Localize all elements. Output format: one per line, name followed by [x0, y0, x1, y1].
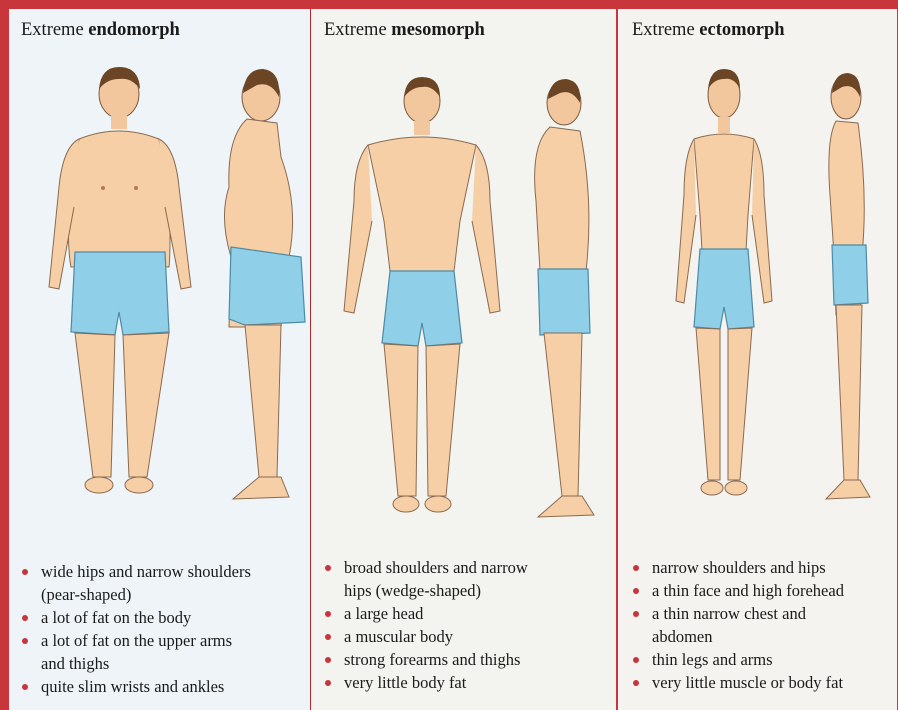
list-item-continuation: and thighs: [19, 652, 251, 675]
mesomorph-panel: Extreme mesomorph: [312, 9, 618, 710]
bullet-dot-icon: [325, 565, 331, 571]
bullet-dot-icon: [325, 680, 331, 686]
ectomorph-side-figure: [826, 73, 870, 499]
list-item-continuation: hips (wedge-shaped): [322, 579, 528, 602]
endomorph-title: Extreme endomorph: [21, 20, 180, 41]
body-types-figure: Extreme endomorph: [9, 9, 897, 710]
bullet-dot-icon: [325, 611, 331, 617]
mesomorph-traits-list: broad shoulders and narrow hips (wedge-s…: [322, 556, 528, 694]
bullet-dot-icon: [22, 684, 28, 690]
list-item: broad shoulders and narrow: [322, 556, 528, 579]
ectomorph-illustration: [650, 65, 890, 505]
ectomorph-traits-list: narrow shoulders and hips a thin face an…: [630, 556, 844, 694]
mesomorph-title: Extreme mesomorph: [324, 20, 485, 41]
endomorph-illustration: [19, 57, 309, 507]
ectomorph-front-figure: [676, 69, 772, 495]
bullet-dot-icon: [633, 588, 639, 594]
list-item: a large head: [322, 602, 528, 625]
mesomorph-illustration: [332, 71, 612, 531]
bullet-dot-icon: [633, 565, 639, 571]
ectomorph-title: Extreme ectomorph: [632, 20, 785, 41]
ectomorph-panel: Extreme ectomorph: [620, 9, 897, 710]
list-item: wide hips and narrow shoulders: [19, 560, 251, 583]
list-item: a thin face and high forehead: [630, 579, 844, 602]
bullet-dot-icon: [22, 615, 28, 621]
list-item: a lot of fat on the upper arms: [19, 629, 251, 652]
list-item: very little muscle or body fat: [630, 671, 844, 694]
bullet-dot-icon: [325, 657, 331, 663]
list-item: very little body fat: [322, 671, 528, 694]
mesomorph-front-figure: [344, 77, 500, 512]
bullet-dot-icon: [22, 569, 28, 575]
endomorph-panel: Extreme endomorph: [9, 9, 311, 710]
list-item: narrow shoulders and hips: [630, 556, 844, 579]
bullet-dot-icon: [633, 680, 639, 686]
list-item-continuation: (pear-shaped): [19, 583, 251, 606]
list-item: quite slim wrists and ankles: [19, 675, 251, 698]
list-item: a muscular body: [322, 625, 528, 648]
endomorph-side-figure: [224, 69, 305, 499]
list-item: strong forearms and thighs: [322, 648, 528, 671]
endomorph-traits-list: wide hips and narrow shoulders (pear-sha…: [19, 560, 251, 698]
bullet-dot-icon: [633, 611, 639, 617]
list-item-continuation: abdomen: [630, 625, 844, 648]
bullet-dot-icon: [325, 634, 331, 640]
bullet-dot-icon: [633, 657, 639, 663]
list-item: a lot of fat on the body: [19, 606, 251, 629]
endomorph-front-figure: [49, 67, 191, 493]
list-item: thin legs and arms: [630, 648, 844, 671]
list-item: a thin narrow chest and: [630, 602, 844, 625]
bullet-dot-icon: [22, 638, 28, 644]
mesomorph-side-figure: [535, 79, 594, 517]
